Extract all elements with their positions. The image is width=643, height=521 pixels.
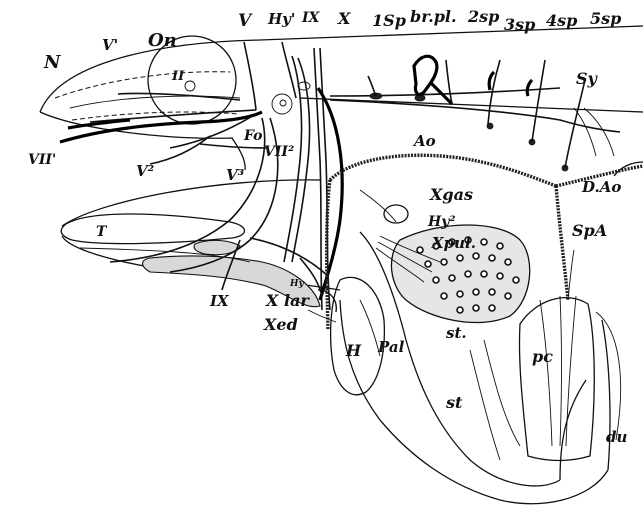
label-spa: SpA — [572, 221, 607, 240]
label-v2: V² — [136, 162, 155, 180]
label-4sp: 4sp — [546, 11, 577, 30]
label-hy: Hy — [289, 279, 305, 289]
label-brpl: br.pl. — [410, 7, 457, 26]
label-v3: V³ — [226, 166, 245, 184]
label-v: V — [238, 11, 253, 31]
label-t: T — [96, 224, 108, 240]
label-dao: D.Ao — [581, 178, 621, 196]
label-st2: st — [445, 393, 463, 412]
label-h: H — [345, 341, 362, 360]
label-pal: Pal — [377, 338, 405, 356]
label-du: du — [606, 428, 627, 446]
label-st1: st. — [446, 324, 467, 342]
label-pc: pc — [532, 347, 553, 366]
lung — [360, 190, 530, 323]
label-1sp: 1Sp — [372, 11, 406, 30]
label-2sp: 2sp — [467, 7, 499, 26]
label-5sp: 5sp — [590, 9, 621, 28]
label-on: On — [148, 30, 177, 51]
label-ix-top: IX — [301, 10, 321, 26]
label-xlar: X lar — [265, 291, 310, 310]
label-xed: Xed — [263, 315, 298, 334]
label-hy1: Hy' — [267, 10, 295, 28]
label-vii1: VII' — [28, 152, 56, 168]
label-v1: V' — [102, 36, 118, 54]
pal-nerve — [360, 300, 380, 356]
label-ix-bottom: IX — [209, 292, 230, 310]
label-xgas: Xgas — [429, 185, 473, 204]
label-fo: Fo — [243, 128, 263, 144]
label-ii: II — [171, 69, 185, 84]
label-xpul: Xpul. — [431, 234, 476, 252]
label-ao: Ao — [412, 132, 436, 150]
label-sy: Sy — [576, 69, 599, 88]
label-3sp: 3sp — [504, 15, 535, 34]
label-hy2: Hy² — [427, 214, 456, 230]
label-x-top: X — [337, 9, 351, 28]
label-n: N — [43, 52, 62, 73]
label-vii2: VII² — [264, 144, 294, 160]
